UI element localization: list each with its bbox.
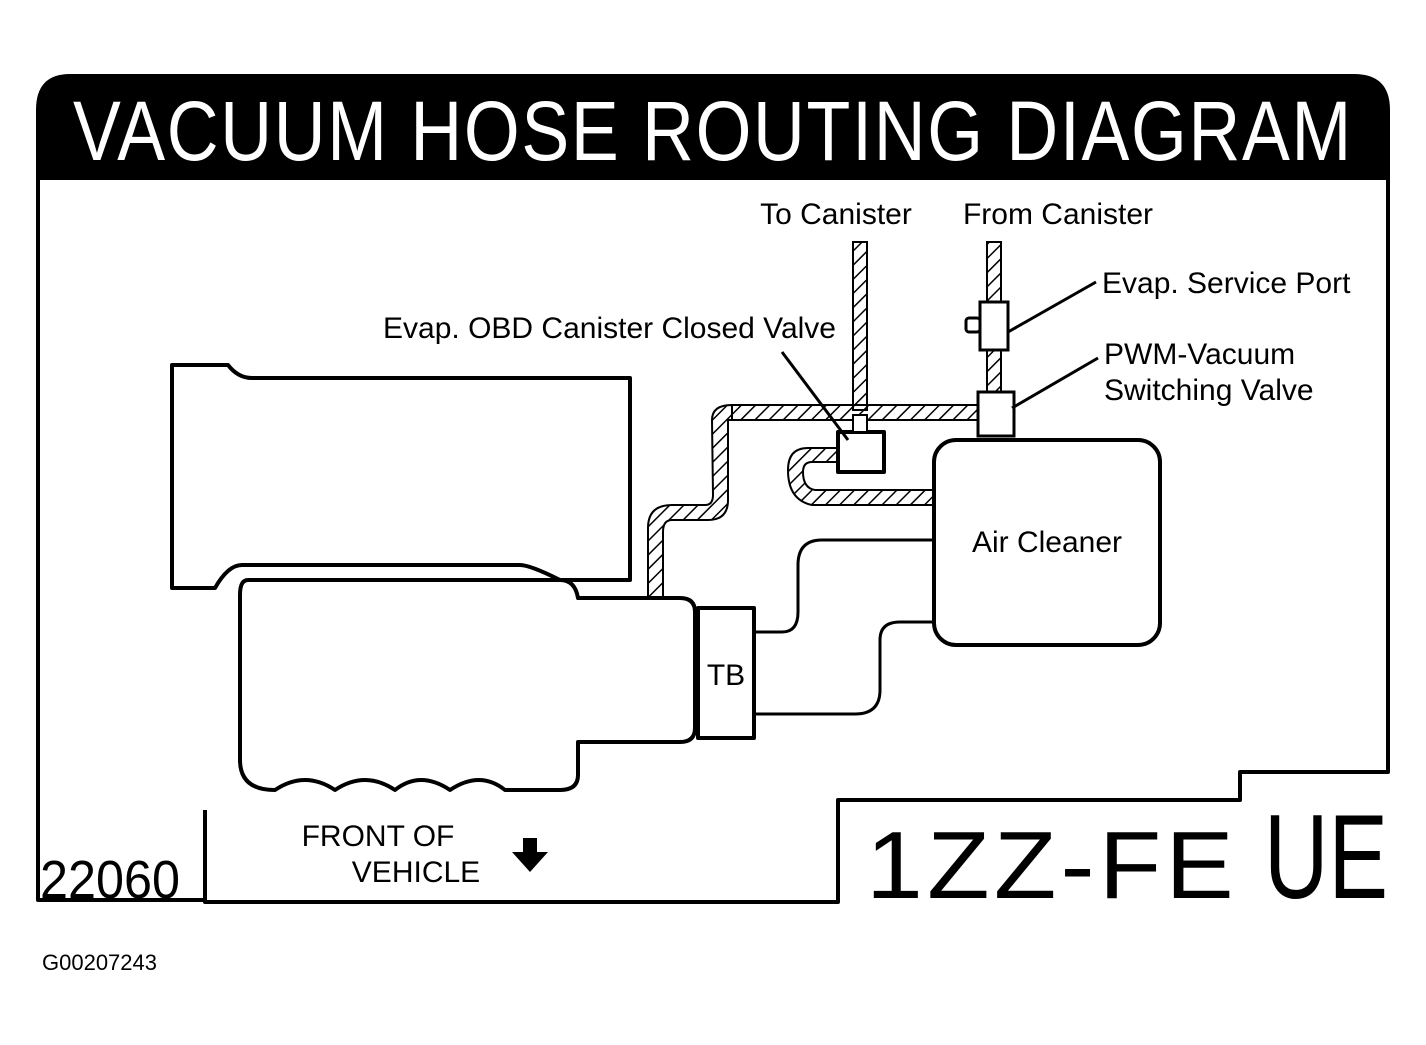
hose-to-intake [647, 403, 733, 599]
from-canister-label: From Canister [963, 198, 1153, 231]
pwm-switching-valve [976, 390, 1016, 438]
obd-valve-label: Evap. OBD Canister Closed Valve [383, 312, 836, 345]
hose-from-canister-mid [986, 349, 1002, 393]
front-label-line2: VEHICLE [352, 856, 480, 889]
hose-to-canister [852, 241, 868, 411]
pwm-label-line1: PWM-Vacuum [1104, 338, 1295, 371]
hose-obd-loop [786, 447, 935, 506]
engine-code: 1ZZ-FE [866, 812, 1238, 919]
to-canister-label: To Canister [760, 198, 912, 231]
leader-evap-port [1007, 280, 1097, 334]
air-duct-upper [756, 538, 934, 634]
front-label-line1: FRONT OF [302, 820, 455, 853]
cylinder-head [170, 363, 632, 590]
title-banner [38, 76, 1388, 180]
obd-valve-stem [852, 414, 868, 433]
part-number: 22060 [40, 850, 180, 910]
throttle-body [696, 606, 756, 740]
air-cleaner-label: Air Cleaner [972, 526, 1122, 559]
leader-pwm [1011, 356, 1099, 410]
evap-service-port-label: Evap. Service Port [1102, 267, 1351, 300]
hose-from-canister-top [986, 241, 1002, 303]
evap-service-port-nub [964, 316, 982, 334]
leader-obd [780, 351, 850, 441]
evap-service-port [978, 300, 1010, 352]
figure-id: G00207243 [42, 950, 157, 975]
pwm-label-line2: Switching Valve [1104, 374, 1314, 407]
tb-label: TB [707, 659, 745, 692]
air-duct-lower [756, 620, 934, 716]
engine-suffix: UE [1264, 790, 1388, 924]
air-cleaner [932, 438, 1162, 647]
engine-block [238, 578, 697, 792]
diagram-title: VACUUM HOSE ROUTING DIAGRAM [73, 84, 1353, 178]
down-arrow-icon [512, 838, 548, 872]
